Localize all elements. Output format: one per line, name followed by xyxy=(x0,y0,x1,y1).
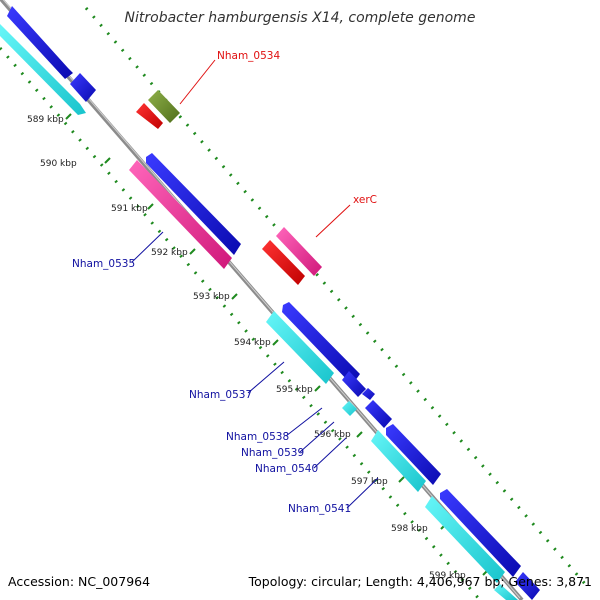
label-leader-nham-0539 xyxy=(299,421,335,453)
cds-forward-arrow xyxy=(282,302,360,385)
accession-text: Accession: NC_007964 xyxy=(8,574,151,589)
highlight-gene-arrow xyxy=(136,103,163,129)
gene-labels: Nham_0534 xerC Nham_0535Nham_0537Nham_0538… xyxy=(72,50,377,515)
cds-reverse-arrow xyxy=(342,401,357,416)
kbp-tick-mark xyxy=(356,431,363,438)
inner-dotted-track xyxy=(0,47,482,600)
cds-reverse-arrow xyxy=(0,24,86,115)
kbp-tick-label: 598 kbp xyxy=(391,524,428,534)
cds-forward-arrow xyxy=(362,388,375,400)
rna-gene xyxy=(129,160,232,269)
gene-label-nham-0540[interactable]: Nham_0540 xyxy=(255,463,318,475)
label-leader-nham-0535 xyxy=(131,231,164,263)
map-title: Nitrobacter hamburgensis X14, complete g… xyxy=(124,10,476,26)
kbp-tick-label: 597 kbp xyxy=(351,477,388,487)
kbp-tick-label: 589 kbp xyxy=(27,115,64,125)
gene-label-nham-0538[interactable]: Nham_0538 xyxy=(226,431,289,443)
cds-forward-arrow xyxy=(515,572,540,600)
kbp-tick-label: 595 kbp xyxy=(276,385,313,395)
cds-reverse-arrow xyxy=(266,311,334,384)
kbp-tick-mark xyxy=(65,113,72,120)
kbp-tick-label: 594 kbp xyxy=(234,338,271,348)
other-gene xyxy=(148,90,180,123)
gene-label-nham-0541[interactable]: Nham_0541 xyxy=(288,503,351,515)
gene-label-nham-0539[interactable]: Nham_0539 xyxy=(241,447,304,459)
cds-forward-arrow xyxy=(70,73,96,102)
kbp-tick-mark xyxy=(272,339,279,346)
cds-forward-arrow xyxy=(440,489,521,577)
kbp-tick-label: 596 kbp xyxy=(314,430,351,440)
rna-gene xyxy=(276,227,322,276)
kbp-tick-label: 592 kbp xyxy=(151,248,188,258)
label-leader-xerc xyxy=(315,204,351,238)
kbp-tick-label: 591 kbp xyxy=(111,204,148,214)
label-leader-nham-0540 xyxy=(313,437,347,469)
genome-summary-text: Topology: circular; Length: 4,406,967 bp… xyxy=(248,574,592,589)
kbp-tick-mark xyxy=(231,293,238,300)
kbp-tick-label: 590 kbp xyxy=(40,159,77,169)
kbp-ticks: 589 kbp 590 kbp 591 kbp 592 kbp 593 kbp 594 k… xyxy=(27,113,489,581)
kbp-tick-mark xyxy=(189,248,196,255)
kbp-tick-label: 599 kbp xyxy=(429,571,466,581)
kbp-tick-mark xyxy=(398,476,405,483)
gene-label-nham-0534[interactable]: Nham_0534 xyxy=(217,50,280,62)
cds-forward-arrow xyxy=(342,371,366,397)
cds-reverse-arrow xyxy=(425,496,505,583)
gene-label-nham-0535[interactable]: Nham_0535 xyxy=(72,258,135,270)
kbp-tick-mark xyxy=(147,203,154,210)
cds-forward-arrow xyxy=(365,400,392,428)
cds-forward-arrow xyxy=(7,6,73,79)
cds-forward-arrow xyxy=(386,424,441,485)
cds-reverse-arrow xyxy=(371,430,426,492)
cds-forward-arrow xyxy=(146,153,241,255)
kbp-tick-mark xyxy=(104,157,111,164)
kbp-tick-label: 593 kbp xyxy=(193,292,230,302)
highlight-gene-arrow xyxy=(262,240,305,285)
gene-label-nham-0537[interactable]: Nham_0537 xyxy=(189,389,252,401)
cds-reverse-arrow xyxy=(494,584,518,600)
label-leader-nham-0537 xyxy=(247,361,285,394)
gene-label-xerc[interactable]: xerC xyxy=(353,194,377,206)
label-leader-nham-0534 xyxy=(179,59,216,105)
label-leader-nham-0538 xyxy=(285,407,323,437)
kbp-tick-mark xyxy=(314,385,321,392)
label-leader-nham-0541 xyxy=(346,477,379,509)
